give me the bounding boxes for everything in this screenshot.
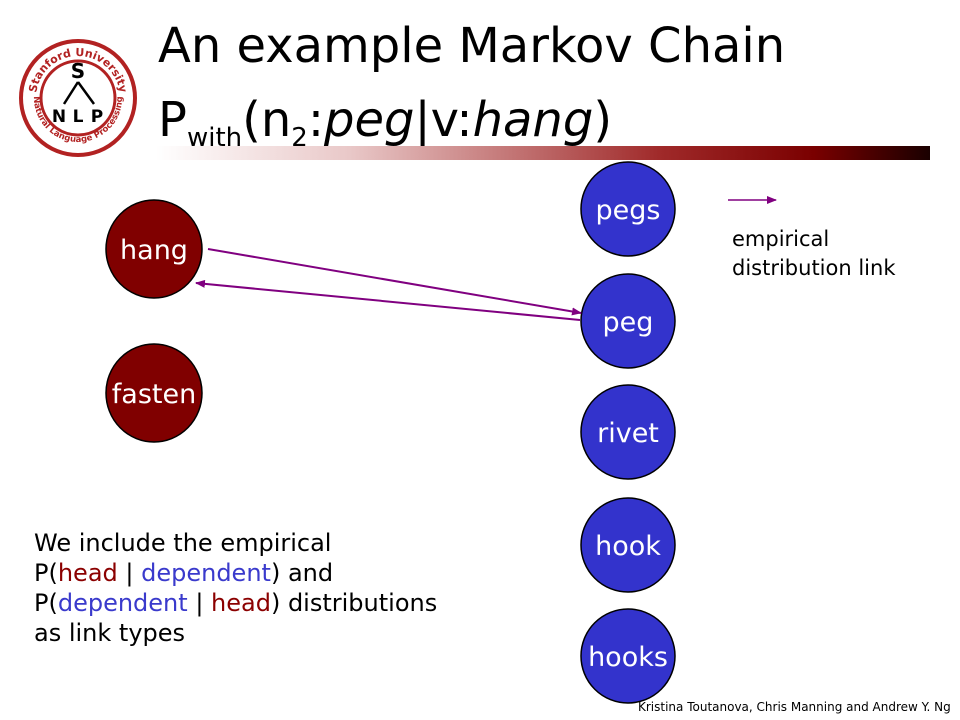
node-label-peg: peg bbox=[603, 307, 654, 338]
node-fasten: fasten bbox=[105, 343, 203, 443]
link-peg-to-hang bbox=[195, 279, 581, 321]
node-label-fasten: fasten bbox=[112, 379, 196, 410]
title-paren-close: ) bbox=[593, 92, 613, 148]
logo-letter-s: S bbox=[71, 59, 85, 83]
node-label-pegs: pegs bbox=[596, 195, 661, 226]
caption-line-4: as link types bbox=[34, 619, 186, 647]
caption-line-3: P(dependent | head) distributions bbox=[34, 588, 437, 618]
caption-text: | bbox=[117, 559, 142, 587]
node-label-hang: hang bbox=[120, 235, 188, 266]
title-subscript-2: 2 bbox=[291, 123, 308, 153]
node-pegs: pegs bbox=[580, 161, 676, 257]
node-label-hook: hook bbox=[595, 531, 661, 562]
node-hooks: hooks bbox=[580, 608, 676, 704]
node-hang: hang bbox=[105, 199, 203, 299]
title-hang: hang bbox=[472, 92, 594, 148]
title-paren-open: (n bbox=[242, 92, 292, 148]
logo-letter-p: P bbox=[91, 107, 103, 127]
caption-head: head bbox=[211, 589, 271, 617]
title-line-1: An example Markov Chain bbox=[158, 18, 786, 74]
caption: We include the empirical P(head | depend… bbox=[34, 528, 437, 648]
caption-text: ) distributions bbox=[270, 589, 438, 617]
footer-credits: Kristina Toutanova, Chris Manning and An… bbox=[638, 700, 951, 714]
node-rivet: rivet bbox=[580, 384, 676, 480]
title-line-2: Pwith(n2:peg|v:hang) bbox=[158, 96, 612, 151]
caption-text: ) and bbox=[270, 559, 334, 587]
caption-text: P( bbox=[34, 559, 58, 587]
legend-label: empirical distribution link bbox=[732, 225, 896, 283]
caption-line-1: We include the empirical bbox=[34, 529, 332, 557]
node-label-rivet: rivet bbox=[597, 418, 659, 449]
legend-line-2: distribution link bbox=[732, 256, 896, 280]
link-hang-to-peg bbox=[207, 248, 582, 316]
caption-dependent: dependent bbox=[141, 559, 271, 587]
node-label-hooks: hooks bbox=[588, 642, 668, 673]
caption-text: | bbox=[187, 589, 212, 617]
caption-text: P( bbox=[34, 589, 58, 617]
title-peg: peg bbox=[324, 92, 415, 148]
title-colon: : bbox=[307, 92, 324, 148]
caption-dependent: dependent bbox=[57, 589, 188, 617]
caption-head: head bbox=[57, 559, 118, 587]
node-hook: hook bbox=[580, 497, 676, 593]
title-bar: |v: bbox=[414, 92, 473, 148]
logo-letter-l: L bbox=[73, 107, 84, 127]
title-p: P bbox=[158, 92, 187, 148]
logo-letter-n: N bbox=[52, 107, 66, 127]
legend-line-1: empirical bbox=[732, 227, 830, 251]
stanford-nlp-logo: Stanford University Natural Language Pro… bbox=[19, 39, 137, 157]
caption-line-2: P(head | dependent) and bbox=[34, 558, 437, 588]
node-peg: peg bbox=[580, 273, 676, 369]
title-gradient-rule bbox=[156, 146, 930, 160]
